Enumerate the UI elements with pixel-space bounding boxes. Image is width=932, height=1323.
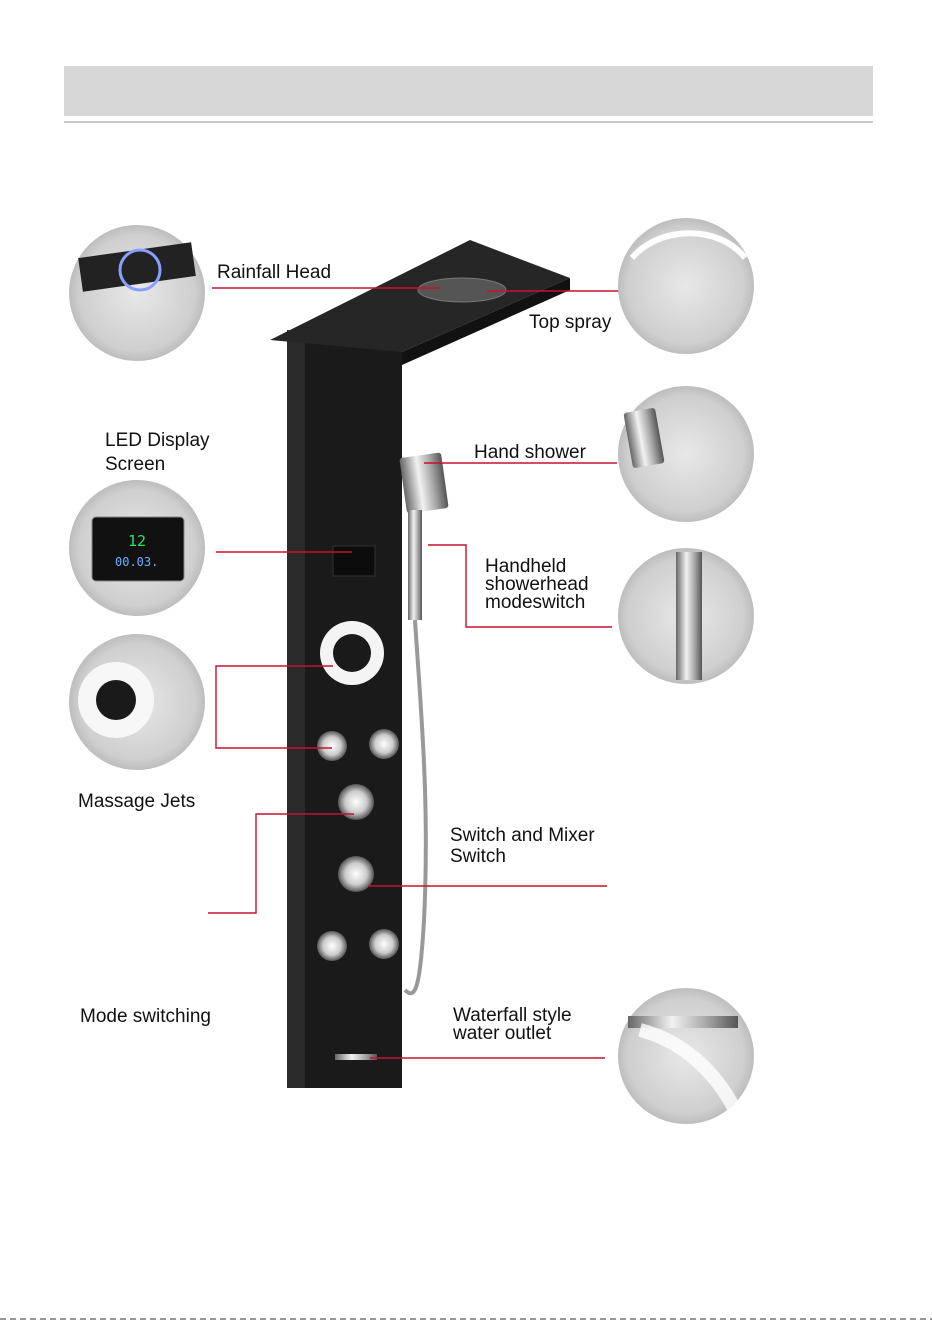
detail-bubble-rainfall [69,225,205,361]
label-led-display: LED Display Screen [105,429,210,477]
label-switch-mixer: Switch and Mixer Switch [450,825,595,867]
body-jet-knob [369,729,399,759]
hand-shower [399,452,448,993]
body-jet-knob [317,931,347,961]
footer-dashed-line [0,1318,932,1320]
label-top-spray: Top spray [529,313,611,332]
label-mode-switching: Mode switching [80,1007,211,1026]
round-massage-jet [320,621,384,685]
detail-bubble-led: 12 00.03. [69,480,205,616]
body-jet-knob [369,929,399,959]
detail-bubble-handheld-switch [618,548,754,684]
detail-bubble-hand-shower [618,386,754,522]
rainfall-head-nozzles [418,278,506,302]
detail-bubble-top-spray [618,218,754,354]
callout-lines [208,288,620,1058]
detail-bubble-waterfall [618,988,754,1124]
led-readout-bottom: 00.03. [115,555,158,569]
body-jet-knob [317,731,347,761]
label-handheld-modeswitch: Handheld showerhead modeswitch [485,558,589,612]
led-readout-top: 12 [128,532,146,550]
led-screen [333,546,375,576]
label-hand-shower: Hand shower [474,443,586,462]
label-massage-jets: Massage Jets [78,792,195,811]
waterfall-slot [335,1054,377,1060]
detail-bubble-massage [69,634,205,770]
label-waterfall-outlet: Waterfall style water outlet [453,1007,572,1043]
label-rainfall-head: Rainfall Head [217,263,331,282]
